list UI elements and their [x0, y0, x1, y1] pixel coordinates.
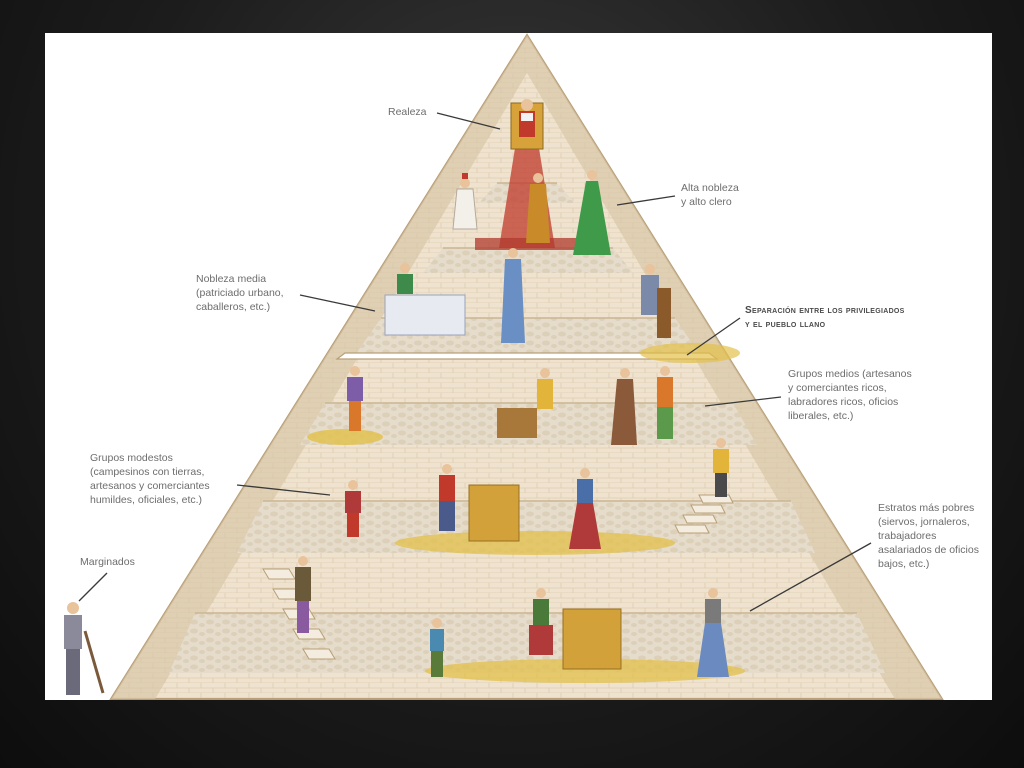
leader-line-nobleza-media [299, 294, 376, 312]
figure-high-noble [526, 173, 550, 243]
wheat-sheaf [468, 484, 520, 542]
figure-lady-green [573, 170, 611, 255]
figure-bishop [452, 173, 478, 230]
leader-lines [78, 112, 872, 612]
figure-stair-climber [295, 556, 311, 633]
label-nobleza-media: Nobleza media (patriciado urbano, caball… [196, 273, 284, 313]
label-marginados: Marginados [80, 556, 135, 568]
figure-poor-woman [697, 588, 729, 677]
social-pyramid-diagram [64, 33, 944, 700]
leader-line-marginados [78, 572, 108, 602]
slide: Realeza Alta nobleza y alto clero Noblez… [45, 33, 992, 700]
label-realeza: Realeza [388, 106, 427, 118]
label-grupos-medios: Grupos medios (artesanos y comerciantes … [788, 368, 912, 422]
leader-line-alta-nobleza [616, 195, 676, 206]
stairs-right-upper [674, 494, 734, 534]
label-estratos-pobres: Estratos más pobres (siervos, jornaleros… [878, 502, 979, 570]
figure-king [519, 99, 535, 137]
leader-line-grupos-modestos [236, 484, 331, 496]
figure-climbing-man [713, 438, 729, 497]
pyramid-left-face [111, 35, 527, 699]
leader-line-realeza [436, 112, 501, 130]
figure-marginado [64, 602, 105, 695]
straw-patch [307, 429, 383, 445]
straw-patch [395, 531, 675, 555]
figure-man-purple [347, 366, 363, 431]
wheat-sheaf-lower [562, 608, 622, 670]
figure-serf-harvesting [529, 588, 553, 655]
pyramid-right-face [527, 35, 942, 699]
figure-merchant-table [384, 263, 466, 336]
leader-line-grupos-medios [704, 396, 782, 407]
label-alta-nobleza: Alta nobleza y alto clero [681, 182, 739, 208]
figure-child-wheat [345, 480, 361, 537]
figure-peasant-woman [569, 468, 601, 549]
red-carpet-step [475, 238, 585, 250]
leader-line-separacion [686, 317, 741, 356]
straw-patch [425, 659, 745, 683]
figure-craftsman [497, 368, 553, 438]
figure-noble-blue [501, 248, 525, 343]
figure-merchants-trading [611, 366, 673, 445]
figure-boy-sickle [430, 618, 444, 677]
label-grupos-modestos: Grupos modestos (campesinos con tierras,… [90, 452, 210, 506]
figure-scribe [641, 264, 671, 338]
label-separacion: Separación entre los privilegiados y el … [745, 305, 905, 330]
figure-reaper [439, 464, 455, 531]
leader-line-estratos-pobres [749, 542, 872, 612]
